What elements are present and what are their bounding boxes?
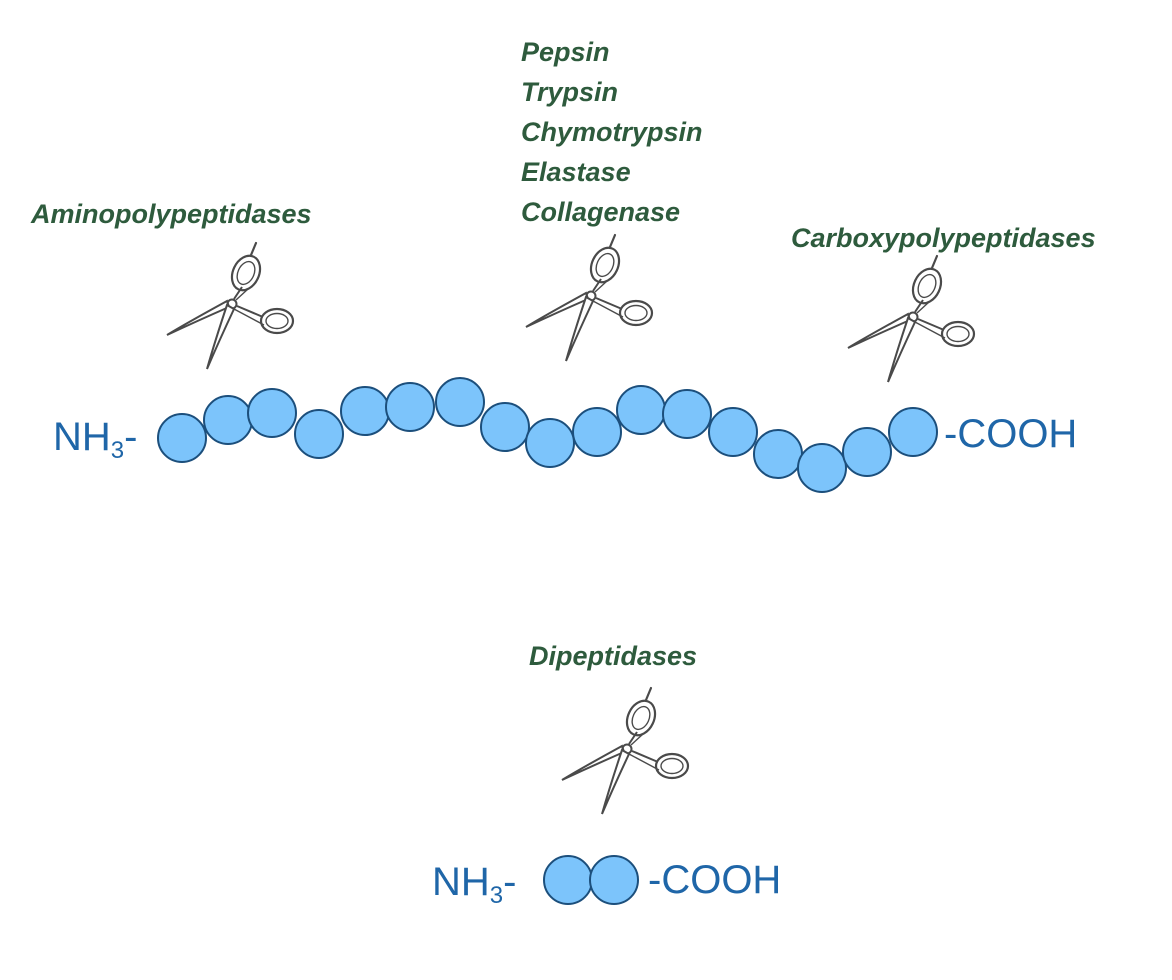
scissors-layer (165, 233, 976, 816)
amino-acid-residue-7 (435, 377, 485, 427)
amino-acid-residue-9 (525, 418, 575, 468)
polypeptide-chain (157, 377, 938, 493)
dipeptide-amino-terminus-label: NH3- (432, 860, 517, 909)
amino-acid-residue-16 (842, 427, 892, 477)
dipeptide-residue-2 (589, 855, 639, 905)
scissors-icon (524, 233, 654, 363)
amino-acid-residue-11 (616, 385, 666, 435)
dipeptide-carboxy-terminus-label: -COOH (648, 858, 782, 902)
amino-acid-residue-1 (157, 413, 207, 463)
amino-acid-residue-3 (247, 388, 297, 438)
amino-acid-residue-10 (572, 407, 622, 457)
amino-acid-residue-5 (340, 386, 390, 436)
dipeptide-chain (543, 855, 639, 905)
carboxy-terminus-label: -COOH (944, 412, 1078, 456)
amino-acid-residue-13 (708, 407, 758, 457)
aminopolypeptidases-label: Aminopolypeptidases (31, 199, 312, 229)
amino-terminus-label: NH3- (53, 415, 138, 464)
amino-acid-residue-17 (888, 407, 938, 457)
enzyme-item-collagenase: Collagenase (521, 197, 681, 227)
dipeptide-residue-1 (543, 855, 593, 905)
amino-acid-residue-6 (385, 382, 435, 432)
amino-acid-residue-15 (797, 443, 847, 493)
amino-acid-residue-4 (294, 409, 344, 459)
dipeptidases-label: Dipeptidases (529, 641, 698, 671)
enzyme-item-chymotrypsin: Chymotrypsin (521, 117, 703, 147)
amino-acid-residue-2 (203, 395, 253, 445)
scissors-icon (846, 254, 976, 384)
amino-acid-residue-12 (662, 389, 712, 439)
scissors-icon (165, 241, 295, 371)
amino-acid-residue-8 (480, 402, 530, 452)
enzyme-item-trypsin: Trypsin (521, 77, 619, 107)
carboxypolypeptidases-label: Carboxypolypeptidases (791, 223, 1096, 253)
amino-acid-residue-14 (753, 429, 803, 479)
enzyme-item-pepsin: Pepsin (521, 37, 610, 67)
enzyme-item-elastase: Elastase (521, 157, 631, 187)
scissors-icon (560, 686, 690, 816)
endopeptidase-list: Pepsin Trypsin Chymotrypsin Elastase Col… (521, 32, 703, 232)
